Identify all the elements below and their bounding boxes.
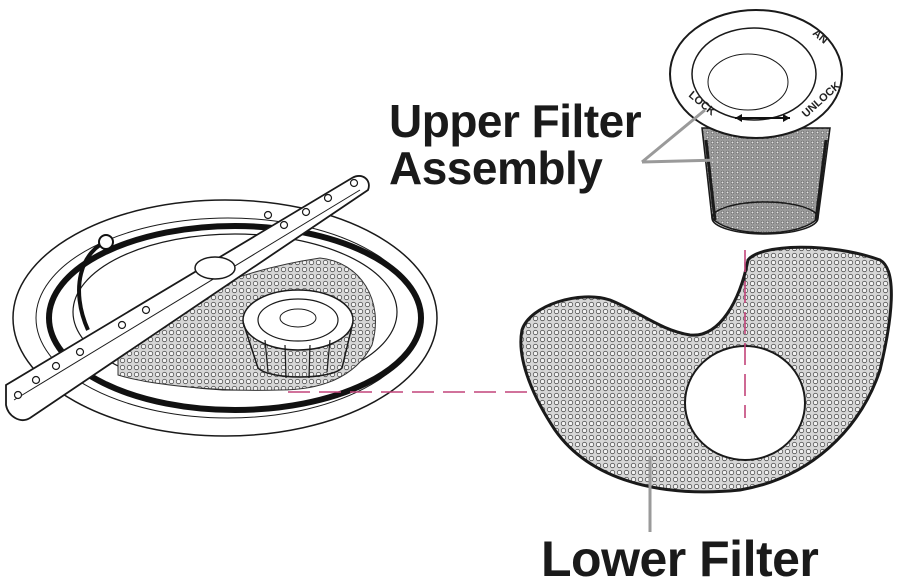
upper-filter-assembly-label: Upper Filter Assembly xyxy=(389,95,642,194)
upper-filter-leader xyxy=(641,108,721,164)
upper-label-line-2: Assembly xyxy=(389,142,603,194)
upper-filter-bottom-rim xyxy=(711,201,819,235)
upper-label-line-1: Upper Filter xyxy=(389,95,642,147)
upper-filter-assembly-illustration: LOCK UNLOCK AN xyxy=(669,9,843,235)
heater-terminal xyxy=(98,234,114,250)
upper-filter-opening xyxy=(707,53,789,111)
lower-filter-illustration xyxy=(519,245,893,494)
alignment-guides xyxy=(288,250,746,418)
lower-spray-arm xyxy=(5,175,370,421)
lower-filter-label: Lower Filter xyxy=(541,531,819,587)
upper-filter-mesh-cylinder xyxy=(701,127,831,234)
callout-leaders xyxy=(641,108,721,532)
sump-gasket xyxy=(46,223,424,413)
spray-arm-hub xyxy=(194,256,236,280)
installed-upper-filter xyxy=(242,289,354,379)
sump-assembly xyxy=(5,175,438,437)
